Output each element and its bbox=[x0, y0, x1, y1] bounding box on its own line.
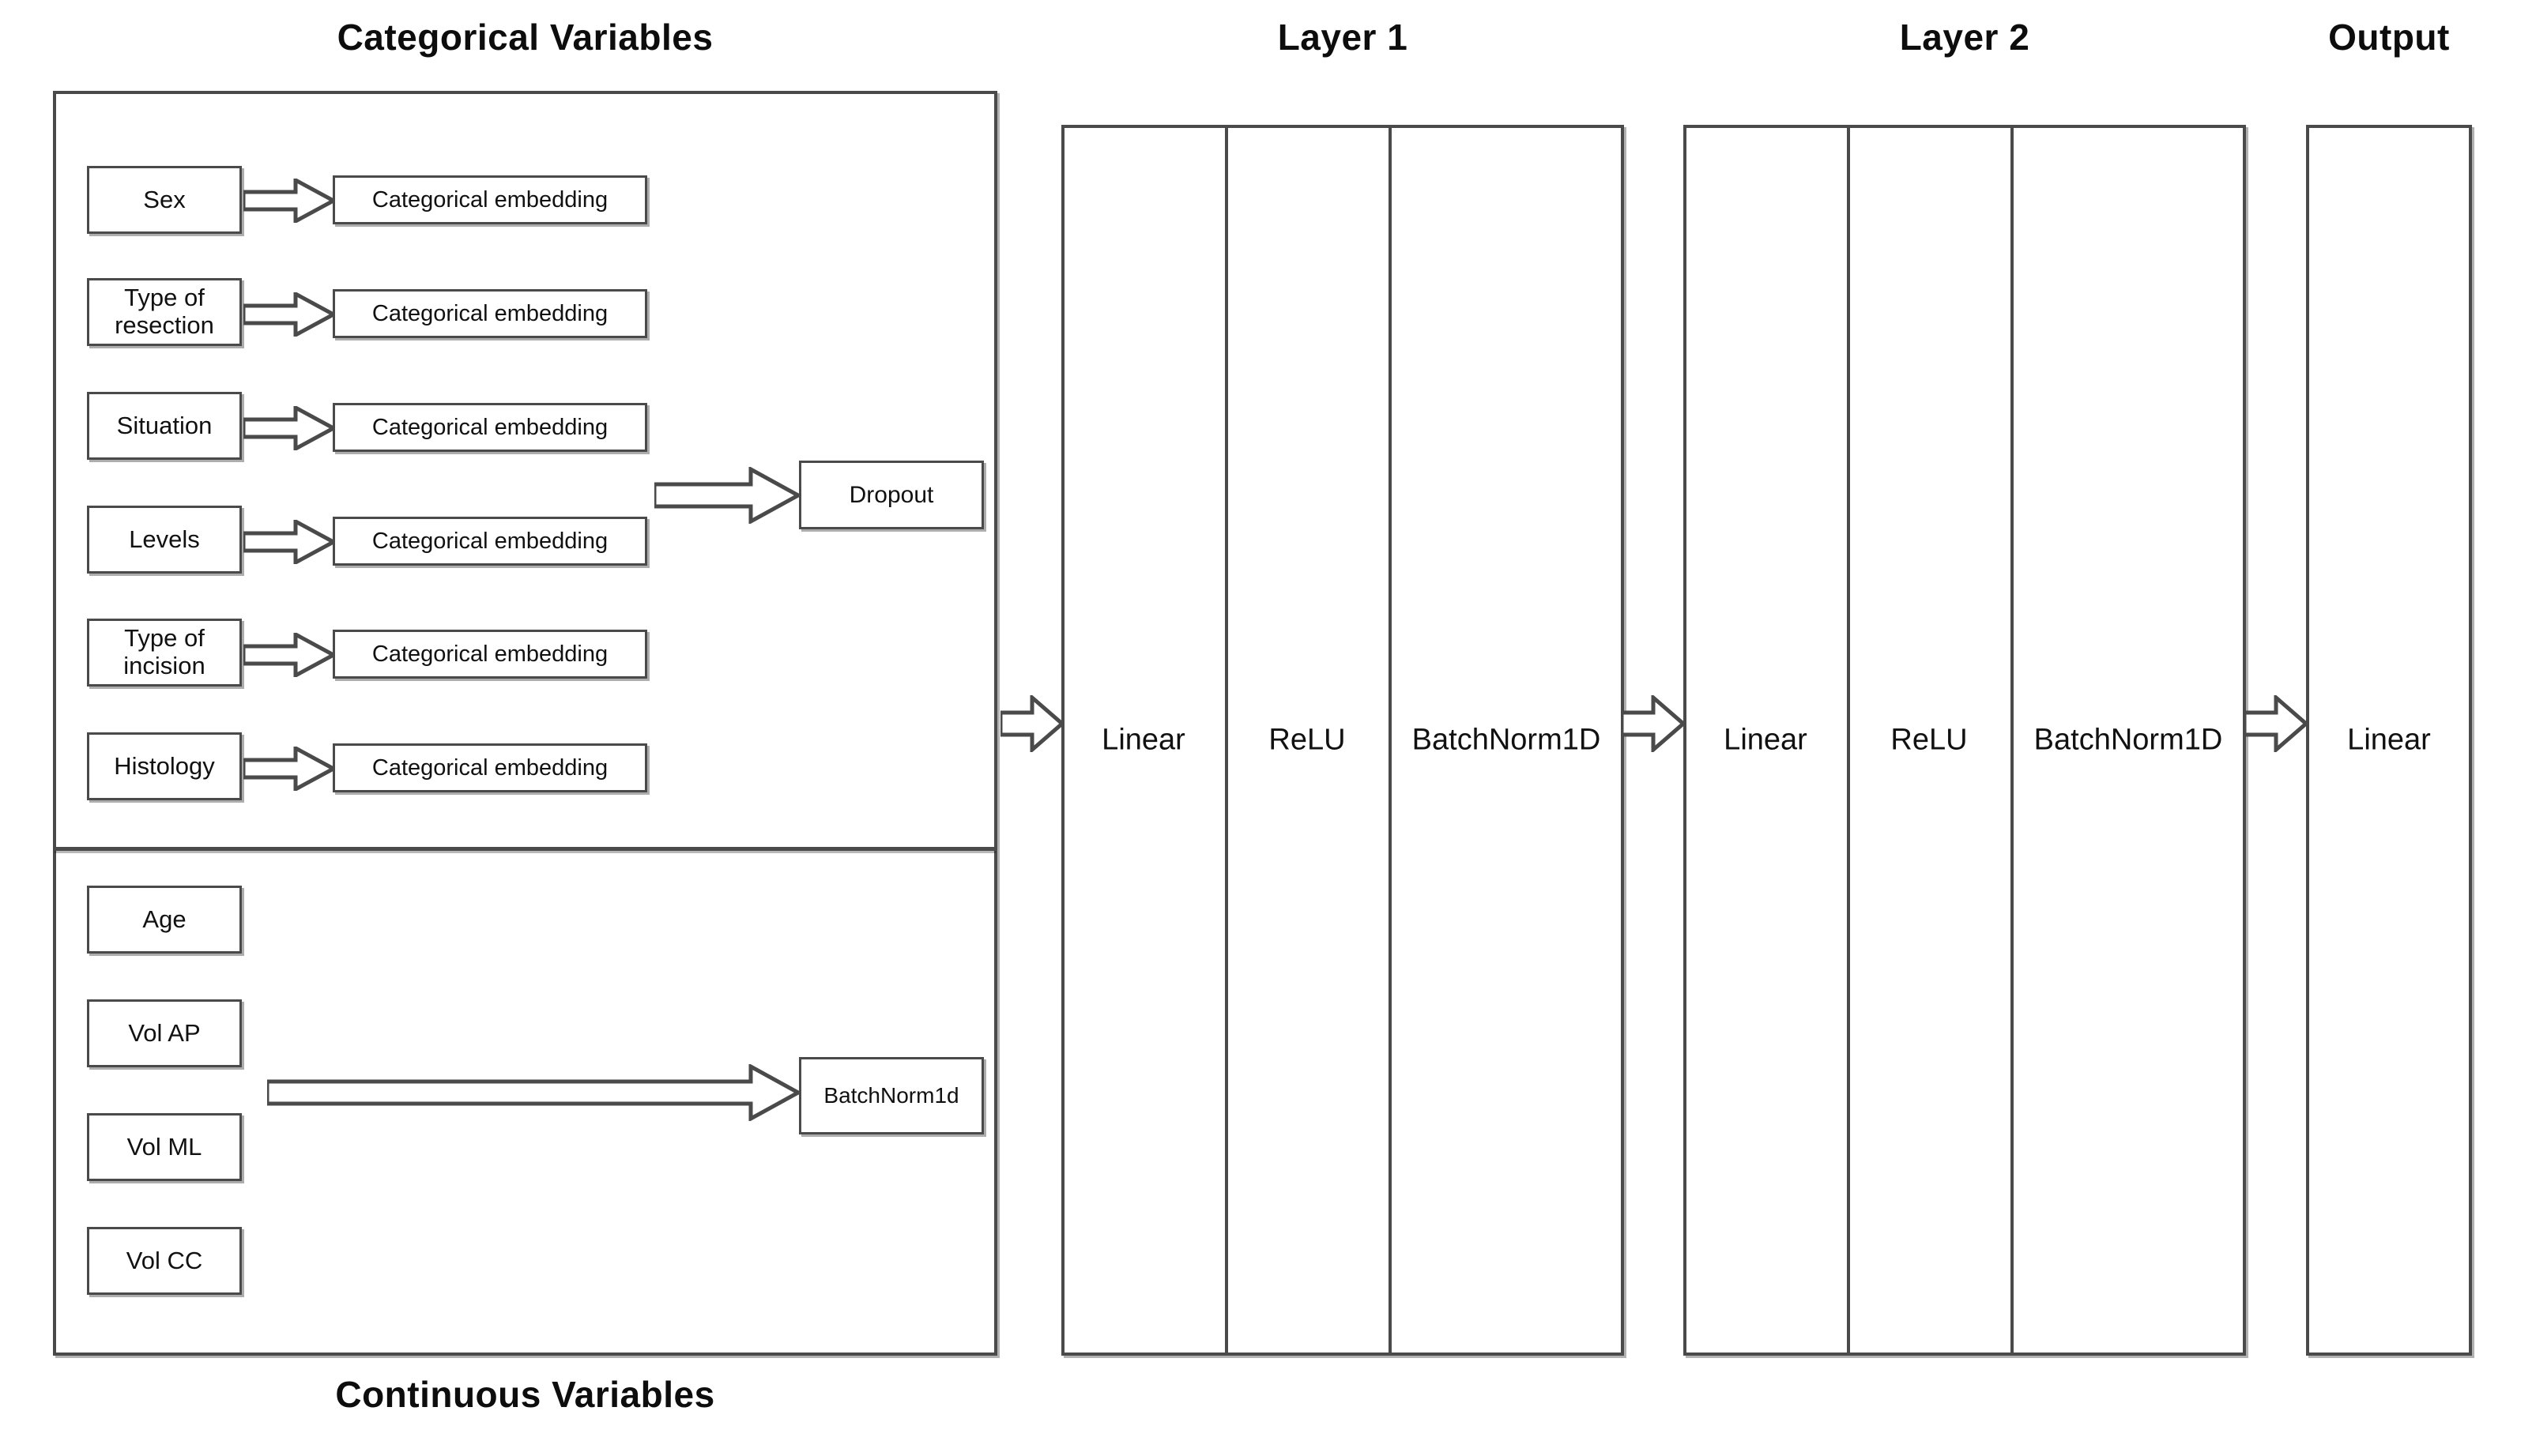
variable-box-levels[interactable]: Levels bbox=[87, 506, 242, 574]
embedding-label: Categorical embedding bbox=[371, 641, 609, 667]
dropout-label: Dropout bbox=[849, 481, 934, 508]
variable-box-type-of-resection[interactable]: Type of resection bbox=[87, 278, 242, 346]
layer1-divider-1 bbox=[1225, 126, 1228, 1354]
embedding-box-sex[interactable]: Categorical embedding bbox=[333, 175, 647, 224]
variable-box-vol-ml[interactable]: Vol ML bbox=[87, 1113, 242, 1181]
layer2-cell-relu: ReLU bbox=[1890, 723, 1968, 757]
variable-label: Situation bbox=[116, 411, 213, 439]
embedding-box-type-of-incision[interactable]: Categorical embedding bbox=[333, 630, 647, 679]
embedding-label: Categorical embedding bbox=[371, 528, 609, 554]
variable-box-vol-ap[interactable]: Vol AP bbox=[87, 999, 242, 1067]
layer2-cell-linear: Linear bbox=[1724, 723, 1807, 757]
dropout-box[interactable]: Dropout bbox=[799, 461, 984, 529]
variable-box-sex[interactable]: Sex bbox=[87, 166, 242, 234]
arrow-layer1-to-layer2 bbox=[1622, 695, 1685, 752]
output-cell-linear: Linear bbox=[2347, 723, 2431, 757]
layer2-cell-batchnorm1d: BatchNorm1D bbox=[2033, 723, 2223, 757]
embedding-label: Categorical embedding bbox=[371, 754, 609, 781]
output-panel bbox=[2306, 125, 2472, 1356]
embedding-label: Categorical embedding bbox=[371, 186, 609, 213]
variable-label: Vol AP bbox=[128, 1018, 201, 1047]
variable-box-age[interactable]: Age bbox=[87, 886, 242, 954]
variable-label: Histology bbox=[114, 751, 215, 780]
variable-label: Age bbox=[142, 905, 187, 933]
embedding-box-type-of-resection[interactable]: Categorical embedding bbox=[333, 289, 647, 338]
variable-box-histology[interactable]: Histology bbox=[87, 732, 242, 800]
heading-categorical-variables: Categorical Variables bbox=[337, 17, 714, 58]
embedding-label: Categorical embedding bbox=[371, 414, 609, 440]
layer1-divider-2 bbox=[1389, 126, 1392, 1354]
batchnorm1d-label: BatchNorm1d bbox=[823, 1083, 959, 1108]
layer1-cell-linear: Linear bbox=[1102, 723, 1185, 757]
embedding-label: Categorical embedding bbox=[371, 300, 609, 326]
batchnorm1d-input-box[interactable]: BatchNorm1d bbox=[799, 1057, 984, 1134]
layer1-panel bbox=[1061, 125, 1624, 1356]
variable-box-type-of-incision[interactable]: Type of incision bbox=[87, 619, 242, 687]
layer2-panel bbox=[1683, 125, 2246, 1356]
heading-output: Output bbox=[2328, 17, 2450, 58]
layer1-cell-batchnorm1d: BatchNorm1D bbox=[1411, 723, 1601, 757]
panel-divider-categorical-continuous bbox=[55, 847, 996, 851]
heading-layer-2: Layer 2 bbox=[1899, 17, 2030, 58]
variable-box-situation[interactable]: Situation bbox=[87, 392, 242, 460]
embedding-box-situation[interactable]: Categorical embedding bbox=[333, 403, 647, 452]
layer2-divider-1 bbox=[1847, 126, 1850, 1354]
variable-label: Levels bbox=[129, 525, 200, 553]
embedding-box-histology[interactable]: Categorical embedding bbox=[333, 743, 647, 792]
variable-label: Type of incision bbox=[123, 624, 205, 679]
arrow-layer2-to-output bbox=[2244, 695, 2308, 752]
variable-label: Sex bbox=[143, 185, 186, 213]
embedding-box-levels[interactable]: Categorical embedding bbox=[333, 517, 647, 566]
variable-box-vol-cc[interactable]: Vol CC bbox=[87, 1227, 242, 1295]
layer2-divider-2 bbox=[2010, 126, 2014, 1354]
layer1-cell-relu: ReLU bbox=[1268, 723, 1346, 757]
variable-label: Type of resection bbox=[115, 284, 214, 339]
variable-label: Vol CC bbox=[126, 1246, 203, 1274]
heading-layer-1: Layer 1 bbox=[1277, 17, 1408, 58]
heading-continuous-variables: Continuous Variables bbox=[335, 1374, 715, 1415]
arrow-input-to-layer1 bbox=[1000, 695, 1064, 752]
variable-label: Vol ML bbox=[126, 1132, 202, 1161]
